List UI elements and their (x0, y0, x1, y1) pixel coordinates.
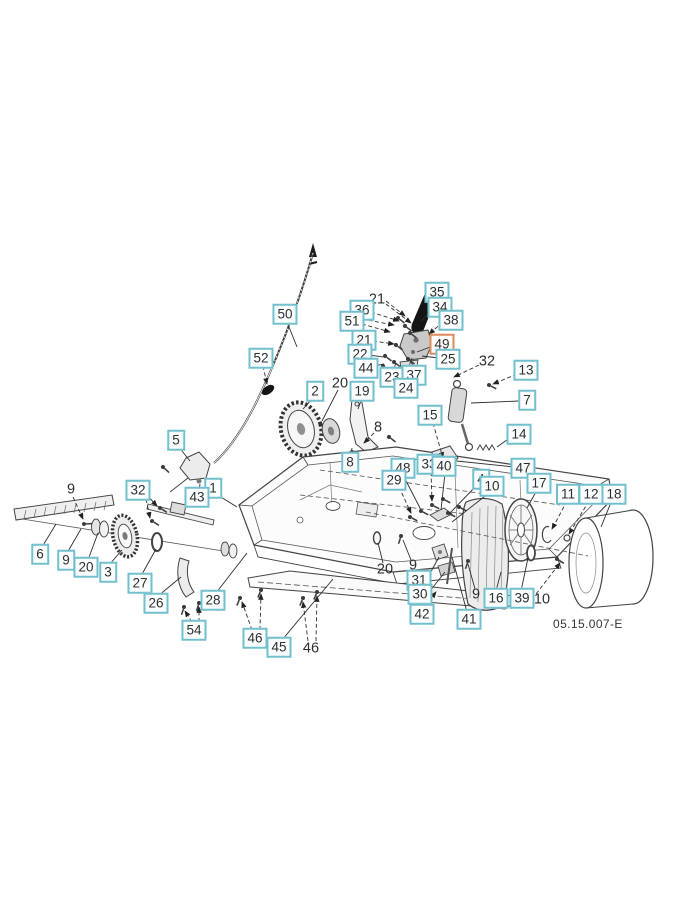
part-callout-7[interactable]: 7 (518, 389, 536, 411)
linkage-drawing (365, 507, 589, 585)
wheel-drawing (504, 498, 571, 562)
part-callout-20[interactable]: 20 (73, 556, 99, 578)
part-callout-50[interactable]: 50 (272, 303, 298, 325)
part-callout-17[interactable]: 17 (526, 472, 552, 494)
part-callout-25[interactable]: 25 (435, 348, 461, 370)
part-callout-8: 8 (373, 419, 383, 436)
part-callout-29[interactable]: 29 (381, 469, 407, 491)
part-callout-2[interactable]: 2 (306, 380, 324, 402)
part-callout-32: 32 (478, 353, 496, 370)
bracket-drawing (146, 451, 215, 526)
diagram-code: 05.15.007-E (553, 617, 623, 631)
part-callout-10[interactable]: 10 (479, 475, 505, 497)
part-callout-10: 10 (533, 591, 551, 608)
axle-shaft-drawing (13, 494, 238, 598)
part-callout-39[interactable]: 39 (509, 587, 535, 609)
pulley-drawing (278, 396, 379, 458)
part-callout-32[interactable]: 32 (125, 479, 151, 501)
part-callout-9: 9 (471, 586, 481, 603)
part-callout-19[interactable]: 19 (349, 380, 375, 402)
part-callout-38[interactable]: 38 (438, 309, 464, 331)
part-callout-9: 9 (66, 481, 76, 498)
part-callout-13[interactable]: 13 (513, 359, 539, 381)
part-callout-28[interactable]: 28 (200, 589, 226, 611)
part-callout-18[interactable]: 18 (601, 483, 627, 505)
part-callout-24[interactable]: 24 (393, 377, 419, 399)
part-callout-54[interactable]: 54 (181, 619, 207, 641)
part-callout-40[interactable]: 40 (431, 455, 457, 477)
part-callout-11[interactable]: 11 (555, 483, 581, 505)
part-callout-20: 20 (331, 375, 349, 392)
part-callout-27[interactable]: 27 (127, 572, 153, 594)
part-callout-5[interactable]: 5 (167, 429, 185, 451)
part-callout-41[interactable]: 41 (456, 608, 482, 630)
part-callout-46[interactable]: 46 (242, 627, 268, 649)
part-callout-30[interactable]: 30 (407, 583, 433, 605)
part-callout-12[interactable]: 12 (578, 483, 604, 505)
part-callout-16[interactable]: 16 (483, 587, 509, 609)
part-callout-42[interactable]: 42 (409, 603, 435, 625)
leader-lines (41, 300, 613, 642)
part-callout-26[interactable]: 26 (143, 592, 169, 614)
part-callout-9: 9 (408, 557, 418, 574)
part-callout-3[interactable]: 3 (99, 561, 117, 583)
drum-drawing (568, 509, 654, 609)
part-callout-45[interactable]: 45 (266, 636, 292, 658)
part-callout-15[interactable]: 15 (417, 404, 443, 426)
part-callout-14[interactable]: 14 (506, 423, 532, 445)
part-callout-8[interactable]: 8 (341, 451, 359, 473)
part-callout-44[interactable]: 44 (353, 357, 379, 379)
part-callout-52[interactable]: 52 (248, 347, 274, 369)
cable-drawing (213, 243, 318, 464)
part-callout-43[interactable]: 43 (184, 486, 210, 508)
part-callout-20: 20 (376, 561, 394, 578)
part-callout-6[interactable]: 6 (31, 543, 49, 565)
part-callout-51[interactable]: 51 (339, 310, 365, 332)
part-callout-9[interactable]: 9 (57, 549, 75, 571)
part-callout-46: 46 (302, 640, 320, 657)
